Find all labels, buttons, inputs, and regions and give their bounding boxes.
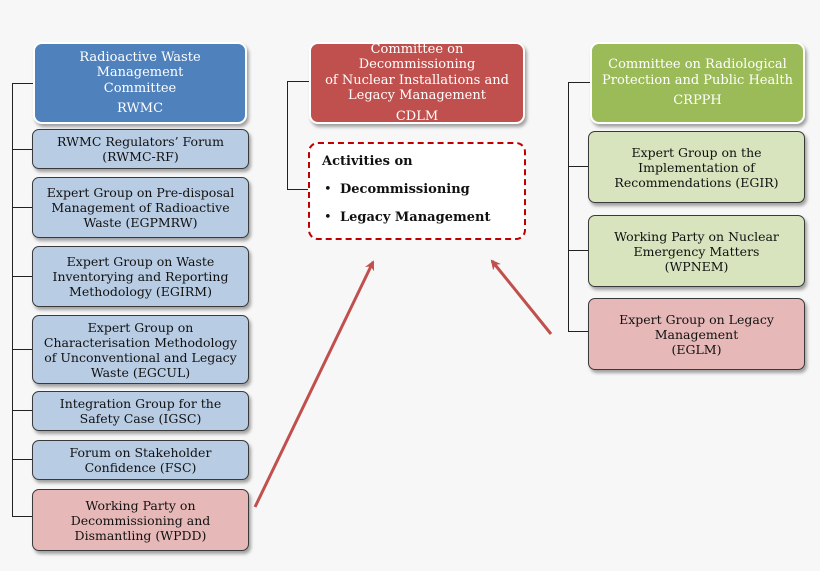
box-line: Working Party on Nuclear bbox=[614, 228, 779, 244]
box-line: Expert Group on Legacy bbox=[619, 311, 774, 327]
box-line: Waste (EGCUL) bbox=[90, 364, 191, 380]
cdlm-head-box: Committee on Decommissioning of Nuclear … bbox=[309, 42, 525, 124]
box-line: RWMC Regulators’ Forum bbox=[57, 134, 224, 149]
arrow-wpdd-to-activities bbox=[253, 260, 375, 508]
rwmc-connector bbox=[12, 83, 34, 517]
rwmc-item-egpmrw: Expert Group on Pre-disposal Management … bbox=[32, 177, 249, 238]
box-line: Management of Radioactive bbox=[51, 200, 230, 215]
cdlm-head-line: Legacy Management bbox=[348, 88, 486, 104]
box-line: Management bbox=[654, 326, 739, 342]
rwmc-head-line: Committee bbox=[103, 80, 177, 96]
cdlm-head-line: of Nuclear Installations and bbox=[325, 72, 509, 88]
cdlm-head-line: Committee on Decommissioning bbox=[358, 41, 476, 73]
box-line: Dismantling (WPDD) bbox=[74, 527, 207, 543]
bullet: • bbox=[324, 182, 332, 197]
box-line: Working Party on bbox=[85, 497, 196, 513]
rwmc-branch bbox=[12, 207, 32, 208]
rwmc-item-fsc: Forum on Stakeholder Confidence (FSC) bbox=[32, 440, 249, 480]
box-line: (WPNEM) bbox=[664, 258, 729, 274]
crpph-item-wpnem: Working Party on Nuclear Emergency Matte… bbox=[588, 215, 805, 287]
activities-title: Activities on bbox=[322, 154, 413, 169]
cdlm-activities-box: Activities on • Decommissioning • Legacy M… bbox=[308, 142, 526, 240]
box-line: Waste (EGPMRW) bbox=[83, 215, 198, 230]
rwmc-item-wpdd: Working Party on Decommissioning and Dis… bbox=[32, 489, 249, 551]
rwmc-branch bbox=[12, 149, 32, 150]
activity-label: Decommissioning bbox=[340, 182, 470, 197]
box-line: Expert Group on Waste bbox=[66, 254, 215, 269]
box-line: Inventorying and Reporting bbox=[52, 269, 229, 284]
rwmc-item-egcul: Expert Group on Characterisation Methodo… bbox=[32, 315, 249, 384]
activity-label: Legacy Management bbox=[340, 210, 491, 225]
crpph-branch bbox=[568, 166, 588, 167]
crpph-head-line: Protection and Public Health bbox=[602, 72, 793, 88]
rwmc-item-igsc: Integration Group for the Safety Case (I… bbox=[32, 391, 249, 431]
bullet: • bbox=[324, 210, 332, 225]
cdlm-connector bbox=[287, 81, 309, 190]
rwmc-item-rwmc-rf: RWMC Regulators’ Forum (RWMC-RF) bbox=[32, 129, 249, 169]
box-line: Confidence (FSC) bbox=[84, 460, 197, 475]
box-line: (RWMC-RF) bbox=[102, 149, 179, 164]
box-line: Characterisation Methodology bbox=[43, 334, 238, 350]
activity-item-legacy-management: • Legacy Management bbox=[322, 210, 512, 225]
rwmc-branch bbox=[12, 459, 32, 460]
box-line: Decommissioning and bbox=[70, 512, 211, 528]
crpph-head-box: Committee on Radiological Protection and… bbox=[590, 42, 805, 124]
activity-item-decommissioning: • Decommissioning bbox=[322, 182, 512, 197]
box-line: Integration Group for the bbox=[59, 396, 222, 411]
box-line: Safety Case (IGSC) bbox=[79, 411, 202, 426]
arrow-eglm-to-activities bbox=[490, 259, 553, 335]
box-line: of Unconventional and Legacy bbox=[44, 349, 237, 365]
crpph-head-line: Committee on Radiological bbox=[608, 57, 787, 73]
box-line: Forum on Stakeholder bbox=[69, 445, 212, 460]
cdlm-head-abbr: CDLM bbox=[395, 108, 439, 124]
rwmc-head-box: Radioactive Waste Management Committee R… bbox=[33, 42, 247, 124]
crpph-item-eglm: Expert Group on Legacy Management (EGLM) bbox=[588, 298, 805, 370]
box-line: Emergency Matters bbox=[633, 243, 760, 259]
rwmc-branch bbox=[12, 349, 32, 350]
crpph-branch bbox=[568, 250, 588, 251]
box-line: Expert Group on bbox=[87, 319, 194, 335]
rwmc-item-egirm: Expert Group on Waste Inventorying and R… bbox=[32, 246, 249, 307]
rwmc-head-abbr: RWMC bbox=[116, 101, 164, 116]
box-line: Implementation of bbox=[638, 159, 755, 175]
crpph-connector bbox=[568, 82, 590, 332]
crpph-item-egir: Expert Group on the Implementation of Re… bbox=[588, 131, 805, 203]
rwmc-branch bbox=[12, 410, 32, 411]
box-line: (EGLM) bbox=[671, 341, 722, 357]
crpph-head-abbr: CRPPH bbox=[673, 93, 722, 109]
box-line: Recommendations (EGIR) bbox=[614, 174, 779, 190]
box-line: Methodology (EGIRM) bbox=[69, 284, 212, 299]
box-line: Expert Group on the bbox=[631, 144, 762, 160]
rwmc-head-line: Radioactive Waste Management bbox=[79, 49, 201, 81]
box-line: Expert Group on Pre-disposal bbox=[46, 185, 235, 200]
rwmc-branch bbox=[12, 276, 32, 277]
